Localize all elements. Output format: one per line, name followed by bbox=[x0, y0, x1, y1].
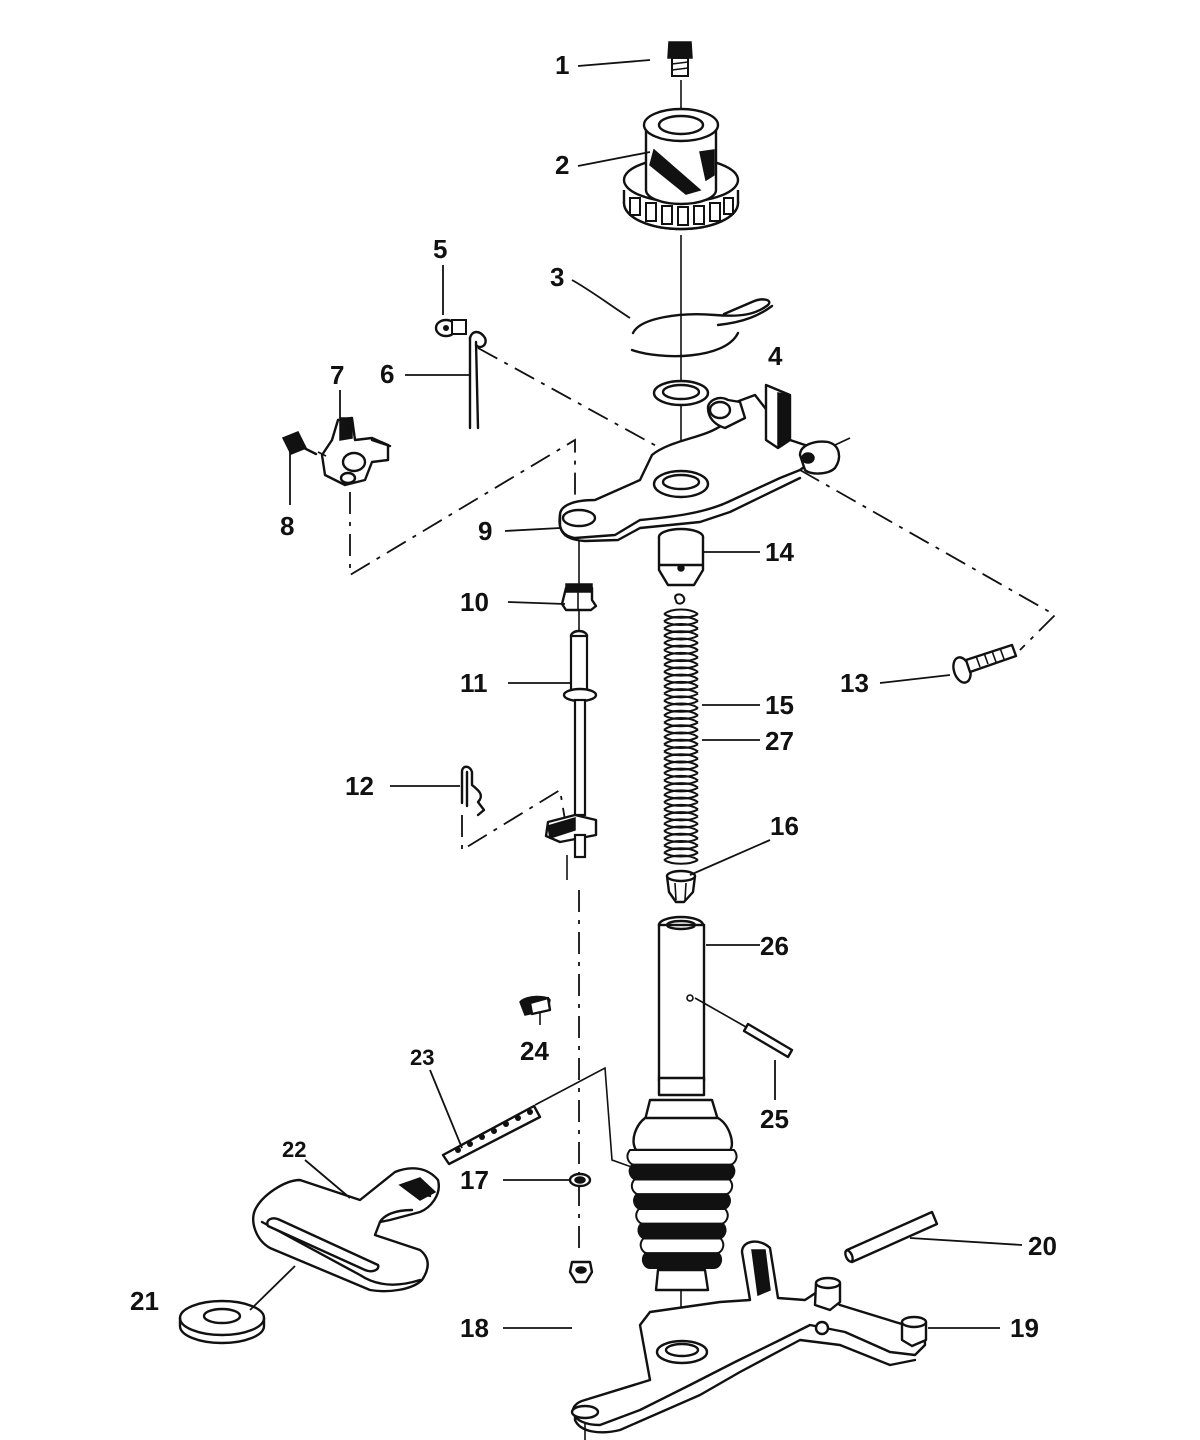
callout-21: 21 bbox=[130, 1286, 159, 1316]
bellows-fold bbox=[626, 1149, 738, 1166]
part-15-spring bbox=[663, 593, 699, 865]
callout-7: 7 bbox=[330, 360, 344, 390]
callout-12: 12 bbox=[345, 771, 374, 801]
part-4-washer bbox=[652, 379, 710, 407]
part-19-bottom-lever bbox=[570, 1240, 928, 1434]
part-7-bracket bbox=[320, 416, 392, 487]
bellows-boot bbox=[626, 1149, 738, 1269]
part-14-sleeve bbox=[657, 527, 705, 587]
callout-3: 3 bbox=[550, 262, 564, 292]
bellows-fold bbox=[633, 1193, 731, 1210]
part-8-set-screw bbox=[281, 431, 327, 457]
callout-22: 22 bbox=[282, 1137, 306, 1162]
callout-14: 14 bbox=[765, 537, 794, 567]
bellows-fold bbox=[637, 1222, 727, 1240]
callout-8: 8 bbox=[280, 511, 294, 541]
callout-13: 13 bbox=[840, 668, 869, 698]
bellows-fold bbox=[639, 1237, 725, 1255]
part-24-screw bbox=[519, 995, 552, 1016]
callout-18: 18 bbox=[460, 1313, 489, 1343]
part-5-screw bbox=[434, 318, 467, 338]
callout-6: 6 bbox=[380, 359, 394, 389]
part-3-spring-clip bbox=[630, 298, 774, 358]
callout-20: 20 bbox=[1028, 1231, 1057, 1261]
part-20-pin bbox=[844, 1210, 939, 1264]
callout-26: 26 bbox=[760, 931, 789, 961]
part-21-washer bbox=[178, 1299, 266, 1345]
part-10-bushing bbox=[560, 583, 598, 612]
callout-19: 19 bbox=[1010, 1313, 1039, 1343]
part-17-clip bbox=[568, 1172, 592, 1188]
part-1-screw bbox=[667, 41, 693, 77]
callout-11: 11 bbox=[460, 668, 488, 698]
callout-1: 1 bbox=[555, 50, 569, 80]
part-6-pin bbox=[468, 330, 487, 430]
bellows-fold bbox=[641, 1252, 723, 1269]
callout-labels: 1 2 3 4 5 6 7 8 9 10 11 12 13 14 15 16 1… bbox=[130, 50, 1057, 1343]
part-16-spring-seat bbox=[665, 869, 697, 904]
part-9-lever-plate bbox=[558, 383, 851, 543]
part-13-screw bbox=[952, 643, 1018, 684]
part-11-shift-rod bbox=[544, 629, 598, 859]
callout-17: 17 bbox=[460, 1165, 489, 1195]
bellows-fold bbox=[628, 1163, 736, 1181]
part-2-gear bbox=[622, 107, 740, 231]
callout-23: 23 bbox=[410, 1045, 434, 1070]
part-18-fitting bbox=[568, 1260, 594, 1284]
spring-end-hook bbox=[674, 593, 686, 605]
callout-2: 2 bbox=[555, 150, 569, 180]
assembly-centerlines bbox=[349, 80, 1057, 1440]
callout-4: 4 bbox=[768, 341, 783, 371]
callout-27: 27 bbox=[765, 726, 794, 756]
spring-coils bbox=[663, 608, 699, 865]
leader-lines bbox=[249, 59, 1023, 1329]
callout-16: 16 bbox=[770, 811, 799, 841]
bellows-fold bbox=[630, 1178, 734, 1196]
part-12-cotter-pin bbox=[460, 765, 486, 817]
part-22-handle bbox=[252, 1167, 440, 1293]
part-25-pin bbox=[694, 997, 794, 1059]
callout-15: 15 bbox=[765, 690, 794, 720]
callout-25: 25 bbox=[760, 1104, 789, 1134]
part-26-shaft-housing bbox=[626, 915, 738, 1292]
bellows-fold bbox=[635, 1208, 729, 1225]
callout-5: 5 bbox=[433, 234, 447, 264]
part-23-roll-pin bbox=[441, 1104, 542, 1166]
callout-9: 9 bbox=[478, 516, 492, 546]
callout-24: 24 bbox=[520, 1036, 549, 1066]
callout-10: 10 bbox=[460, 587, 489, 617]
